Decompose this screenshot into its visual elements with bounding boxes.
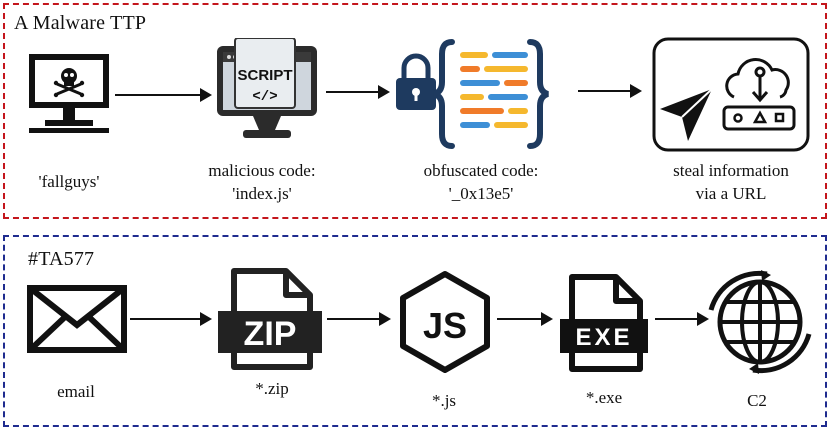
- caption-c2: C2: [747, 391, 767, 410]
- arrow-js-to-exe: [497, 312, 553, 326]
- malware-ttp-title: A Malware TTP: [14, 12, 147, 34]
- caption-js: *.js: [431, 391, 457, 410]
- exe-badge: EXE: [575, 324, 632, 351]
- locked-code-icon: [396, 39, 549, 149]
- arrow-computer-to-script: [115, 88, 212, 102]
- ta577-panel: [3, 235, 827, 427]
- globe-network-icon: [708, 270, 812, 374]
- caption-fallguys: 'fallguys': [38, 172, 100, 191]
- caption-steal-information: steal information: [673, 161, 789, 180]
- malware-ttp-panel: [3, 3, 827, 219]
- caption-index-js: 'index.js': [232, 184, 292, 203]
- js-badge: JS: [423, 305, 467, 346]
- caption-obfuscated-code: obfuscated code:: [423, 161, 539, 180]
- caption-via-url: via a URL: [695, 184, 767, 203]
- caption-0x13e5: '_0x13e5': [448, 184, 514, 203]
- arrow-script-to-obfuscated: [326, 85, 390, 99]
- caption-malicious-code: malicious code:: [208, 161, 316, 180]
- envelope-icon: [27, 285, 127, 353]
- script-label: SCRIPT: [237, 67, 292, 84]
- zip-file-icon: ZIP: [218, 268, 322, 370]
- arrow-obfuscated-to-steal: [578, 84, 642, 98]
- arrow-email-to-zip: [130, 312, 212, 326]
- zip-badge: ZIP: [244, 315, 297, 353]
- script-symbol: </>: [252, 89, 277, 105]
- arrow-zip-to-js: [327, 312, 391, 326]
- caption-email: email: [57, 382, 95, 401]
- ta577-title: #TA577: [28, 248, 95, 270]
- caption-exe: *.exe: [585, 388, 623, 407]
- nodejs-icon: JS: [400, 271, 490, 373]
- exe-file-icon: EXE: [560, 274, 648, 372]
- caption-zip: *.zip: [255, 379, 289, 398]
- script-monitor-icon: SCRIPT </>: [217, 38, 317, 138]
- cloud-upload-send-icon: [652, 37, 810, 152]
- hacked-computer-icon: [29, 54, 109, 133]
- arrow-exe-to-c2: [655, 312, 709, 326]
